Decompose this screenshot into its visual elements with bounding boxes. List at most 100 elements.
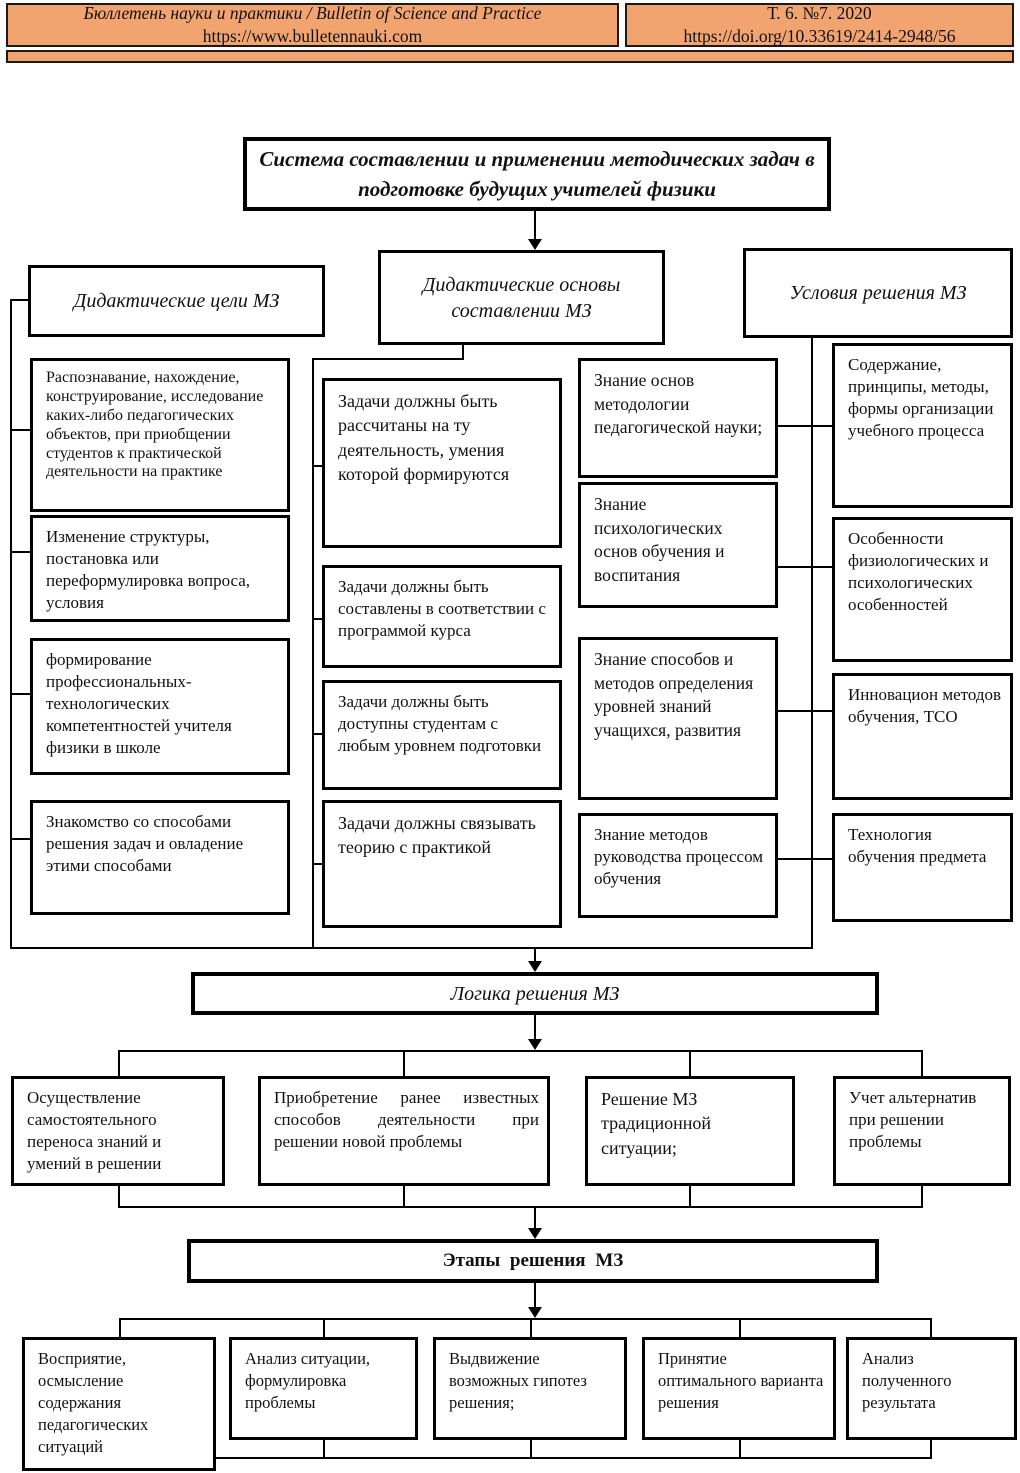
connector-logic-out	[534, 1015, 536, 1041]
stage-item-5: Анализ полученного результата	[846, 1337, 1017, 1440]
basics-item-1: Задачи должны быть рассчитаны на ту деят…	[322, 378, 562, 548]
connector-logic-merge-2	[403, 1186, 405, 1208]
connector-goals-stub-3	[10, 693, 30, 695]
connector-stage-drop-4	[739, 1318, 741, 1339]
logic-item-1: Осуществление самостоятельного переноса …	[11, 1076, 225, 1186]
knowledge-item-2: Знание психологических основ обучения и …	[578, 482, 778, 608]
connector-stage-merge-line	[216, 1457, 932, 1459]
flow-arrowhead	[528, 1039, 542, 1050]
title-box: Система составлении и применении методич…	[243, 137, 831, 211]
connector-stage-merge-5	[930, 1440, 932, 1459]
connector-basics-stub-1	[312, 465, 324, 467]
connector-basics-stub-3	[312, 733, 324, 735]
connector-stage-merge-2	[323, 1440, 325, 1459]
conditions-item-2: Особенности физиологических и психологич…	[832, 517, 1013, 662]
goals-header-box: Дидактические цели МЗ	[28, 265, 325, 337]
connector-logic-merge-4	[921, 1186, 923, 1208]
conditions-item-3: Инновацион методов обучения, ТСО	[832, 673, 1013, 800]
goals-item-1: Распознавание, нахождение, конструирован…	[30, 358, 290, 512]
connector-conditions-stub-2	[778, 566, 832, 568]
connector-conditions-stub-1	[778, 425, 832, 427]
knowledge-item-3-text: Знание способов и методов определения ур…	[594, 649, 754, 740]
knowledge-item-4-text: Знание методов руководства процессом обу…	[594, 825, 764, 889]
journal-header-right: Т. 6. №7. 2020 https://doi.org/10.33619/…	[625, 3, 1014, 47]
goals-item-3: формирование профессиональных-технологич…	[30, 638, 290, 775]
goals-item-2: Изменение структуры, постановка или пере…	[30, 515, 290, 622]
goals-item-3-text: формирование профессиональных-технологич…	[46, 650, 232, 758]
connector-goals-stub-2	[10, 551, 30, 553]
connector-logic-drop-2	[403, 1050, 405, 1078]
goals-item-2-text: Изменение структуры, постановка или пере…	[46, 527, 251, 613]
knowledge-item-2-text: Знание психологических основ обучения и …	[594, 494, 725, 585]
connector-basics-elbow	[312, 358, 464, 360]
connector-stages-drop	[534, 1206, 536, 1230]
logic-item-3-text: Решение МЗ традиционной ситуации;	[601, 1089, 712, 1158]
basics-item-3-text: Задачи должны быть доступны студентам с …	[338, 692, 542, 756]
connector-stage-drop-3	[530, 1318, 532, 1339]
goals-item-1-text: Распознавание, нахождение, конструирован…	[46, 369, 264, 481]
connector-stage-drop-5	[930, 1318, 932, 1339]
logic-item-2: Приобретение ранее известных способов де…	[258, 1076, 550, 1186]
diagram-title: Система составлении и применении методич…	[259, 146, 815, 201]
connector-logic-drop-3	[689, 1050, 691, 1078]
connector-conditions-stub-3	[778, 710, 832, 712]
flow-arrowhead	[528, 1228, 542, 1239]
flow-arrowhead	[528, 239, 542, 250]
goals-header-label: Дидактические цели МЗ	[73, 290, 280, 312]
connector-goals-stub-1	[10, 429, 30, 431]
conditions-item-1: Содержание, принципы, методы, формы орга…	[832, 343, 1013, 508]
stages-header-box: Этапы решения МЗ	[187, 1239, 879, 1283]
connector-basics-stub-2	[312, 618, 324, 620]
stage-item-2: Анализ ситуации, формулировка проблемы	[229, 1337, 418, 1440]
basics-item-3: Задачи должны быть доступны студентам с …	[322, 680, 562, 790]
knowledge-item-3: Знание способов и методов определения ур…	[578, 637, 778, 800]
conditions-item-3-text: Инновацион методов обучения, ТСО	[848, 685, 1002, 727]
doi-label: https://doi.org/10.33619/2414-2948/56	[683, 25, 956, 46]
logic-item-1-text: Осуществление самостоятельного переноса …	[27, 1088, 162, 1174]
conditions-header-label: Условия решения МЗ	[789, 282, 967, 304]
journal-header-left: Бюллетень науки и практики / Bulletin of…	[6, 3, 619, 47]
logic-header-box: Логика решения МЗ	[191, 972, 879, 1015]
flow-arrowhead	[528, 1307, 542, 1318]
knowledge-item-1-text: Знание основ методологии педагогической …	[594, 370, 763, 438]
issue-label: Т. 6. №7. 2020	[767, 2, 872, 23]
stage-item-3-text: Выдвижение возможных гипотез решения;	[449, 1349, 587, 1412]
connector-logic-merge-1	[118, 1186, 120, 1208]
stage-item-5-text: Анализ полученного результата	[862, 1349, 952, 1412]
connector-stage-drop-1	[119, 1318, 121, 1339]
journal-url: https://www.bulletennauki.com	[202, 25, 423, 46]
connector-conditions-spine	[811, 338, 813, 948]
connector-stage-merge-3	[530, 1440, 532, 1459]
knowledge-item-1: Знание основ методологии педагогической …	[578, 358, 778, 478]
basics-item-2-text: Задачи должны быть составлены в соответс…	[338, 577, 546, 641]
conditions-item-2-text: Особенности физиологических и психологич…	[848, 529, 989, 615]
flow-arrowhead	[528, 961, 542, 972]
connector-stage-drop-2	[323, 1318, 325, 1339]
connector-basics-spine	[312, 358, 314, 948]
basics-item-1-text: Задачи должны быть рассчитаны на ту деят…	[338, 391, 510, 484]
connector-collector-line	[10, 947, 813, 949]
stage-item-4: Принятие оптимального варианта решения	[642, 1337, 836, 1440]
stage-item-2-text: Анализ ситуации, формулировка проблемы	[245, 1349, 371, 1412]
conditions-item-4-text: Технология обучения предмета	[848, 825, 987, 867]
connector-logic-drop	[534, 947, 536, 963]
connector-logic-drop-4	[921, 1050, 923, 1078]
logic-item-2-text: Приобретение ранее известных способов де…	[274, 1088, 539, 1152]
connector-logic-drop-1	[118, 1050, 120, 1078]
connector-goals-spine	[10, 299, 12, 948]
conditions-header-box: Условия решения МЗ	[743, 248, 1013, 338]
logic-item-3: Решение МЗ традиционной ситуации;	[585, 1076, 795, 1186]
stage-item-4-text: Принятие оптимального варианта решения	[658, 1349, 824, 1412]
connector-stage-merge-4	[739, 1440, 741, 1459]
logic-item-4: Учет альтернатив при решении проблемы	[833, 1076, 1011, 1186]
connector-goals-header-stub	[10, 299, 28, 301]
connector-goals-stub-4	[10, 838, 30, 840]
connector-logic-distribution	[118, 1050, 923, 1052]
journal-title: Бюллетень науки и практики / Bulletin of…	[83, 2, 542, 23]
basics-item-4: Задачи должны связывать теорию с практик…	[322, 800, 562, 928]
header-strip	[6, 50, 1014, 63]
connector-basics-drop	[462, 345, 464, 360]
stage-item-3: Выдвижение возможных гипотез решения;	[433, 1337, 627, 1440]
connector-logic-merge-line	[118, 1206, 923, 1208]
